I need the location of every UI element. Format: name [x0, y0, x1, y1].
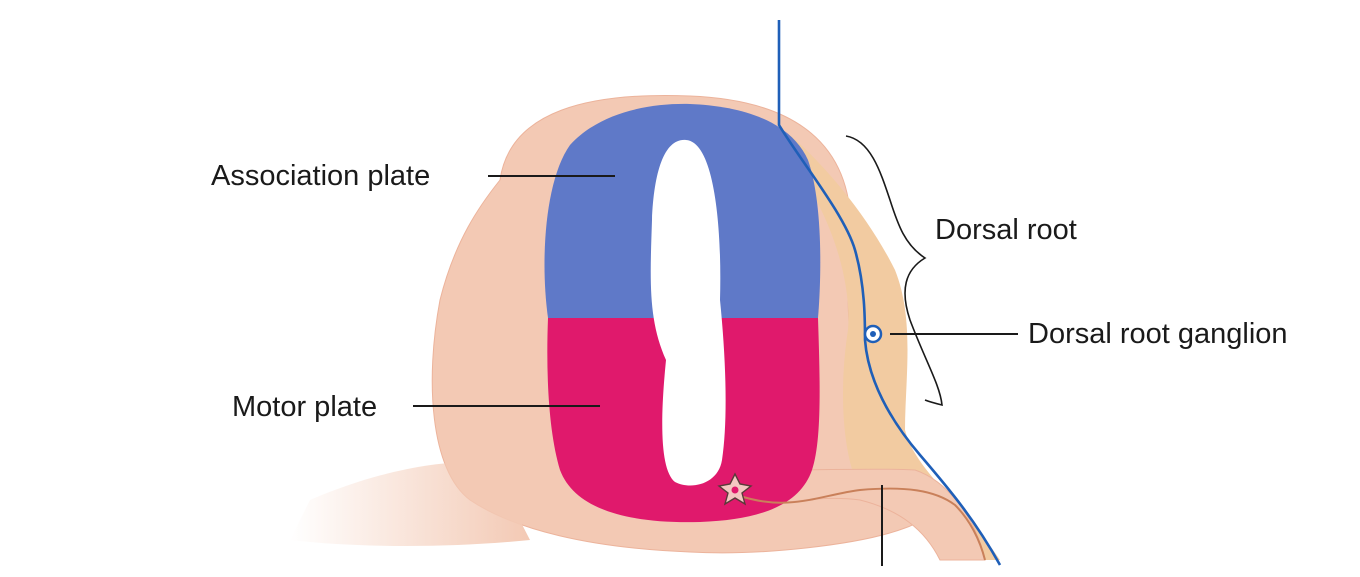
- dorsal-root-ganglion-label: Dorsal root ganglion: [1028, 318, 1288, 350]
- motor-axon: [739, 487, 986, 561]
- association-plate-label: Association plate: [211, 160, 431, 192]
- central-canal: [650, 139, 726, 486]
- motor-neuron-icon: [717, 472, 753, 506]
- motor-plate-label: Motor plate: [232, 391, 378, 423]
- ganglion-tissue: [790, 135, 1000, 560]
- dorsal-root-fiber: [777, 20, 1002, 566]
- dorsal-root-bracket: [845, 135, 943, 407]
- left-tissue-extension: [290, 461, 530, 546]
- ganglion-cell-icon: [863, 324, 883, 344]
- dorsal-root-label: Dorsal root: [935, 214, 1077, 246]
